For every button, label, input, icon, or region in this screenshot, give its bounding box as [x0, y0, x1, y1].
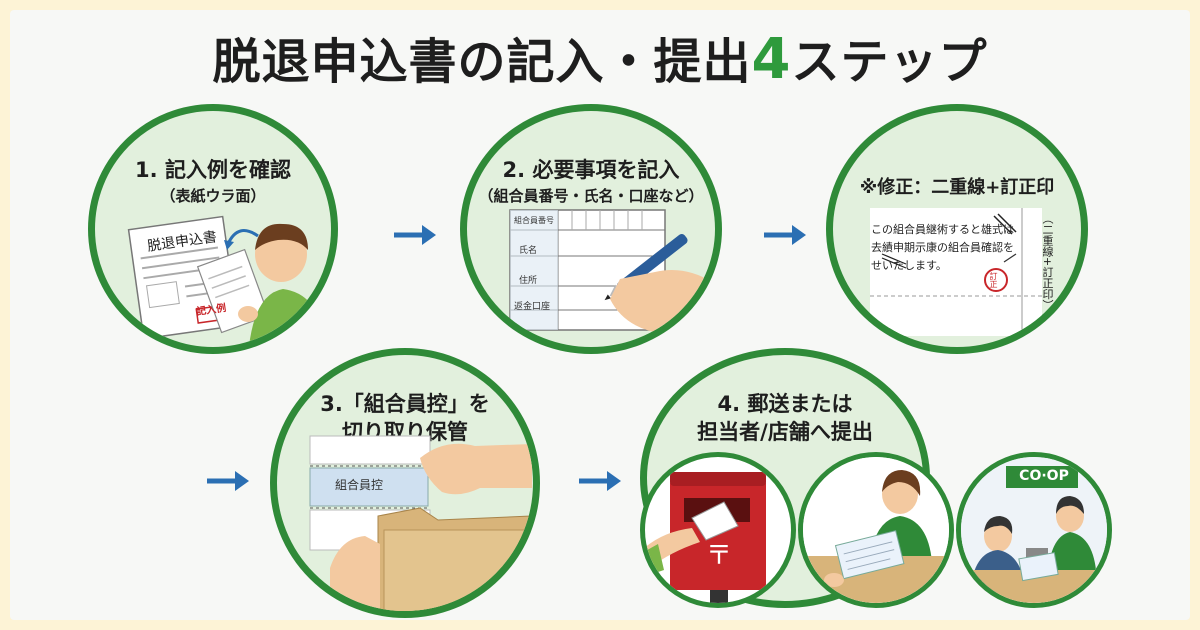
step-2-circle: 2. 必要事項を記入 （組合員番号・氏名・口座など） 組合員番号 氏名 住所 返… [460, 104, 722, 354]
postbox-circle: 〒 [640, 452, 796, 608]
step-1-circle: 1. 記入例を確認 （表紙ウラ面） 脱退申込書 記入例 [88, 104, 338, 354]
correction-circle: ※修正：二重線+訂正印 この組合員継術すると雄式は 去績申期示康の組合員確認を … [826, 104, 1088, 354]
page-title: 脱退申込書の記入・提出4ステップ [0, 22, 1200, 92]
arrow-right-icon [394, 225, 436, 245]
step-3-tab-label: 組合員控 [335, 478, 384, 492]
step-1-illustration [127, 215, 327, 347]
step-2-subtitle: （組合員番号・氏名・口座など） [478, 187, 704, 205]
step-2-title: 2. 必要事項を記入 [502, 158, 680, 182]
form-row-label-2: 氏名 [519, 246, 538, 256]
arrow-right-icon [207, 471, 249, 491]
svg-text:〒: 〒 [706, 541, 732, 571]
correction-side-note: （二重線+訂正印） [1041, 213, 1054, 311]
step-4-title-line-2: 担当者/店舗へ提出 [697, 420, 873, 444]
staff-illustration [803, 457, 949, 603]
title-main: 脱退申込書の記入・提出 [212, 34, 752, 90]
form-row-label-1: 組合員番号 [514, 216, 554, 225]
step-3-illustration [309, 435, 533, 611]
correction-doc-line-1: この組合員継術すると雄式は [871, 223, 1014, 236]
correction-document-illustration [870, 208, 1042, 336]
correction-title: ※修正：二重線+訂正印 [859, 177, 1055, 198]
coop-store-sign: CO·OP [1019, 468, 1069, 484]
form-row-label-3: 住所 [519, 276, 538, 286]
title-suffix: ステップ [791, 34, 988, 90]
step-3-circle: 3.「組合員控」を 切り取り保管 組合員控 [270, 348, 540, 618]
step-3-title-line-1: 3.「組合員控」を [320, 392, 490, 416]
store-circle: CO·OP [956, 452, 1112, 608]
correction-doc-line-2: 去績申期示康の組合員確認を [871, 241, 1014, 254]
step-2-form-illustration [509, 209, 715, 343]
step-1-title: 1. 記入例を確認 [135, 158, 291, 182]
step-4-title-line-1: 4. 郵送または [717, 392, 853, 416]
correction-seal: 訂正 [989, 272, 998, 288]
step-1-subtitle: （表紙ウラ面） [160, 187, 266, 205]
arrow-right-icon [579, 471, 621, 491]
correction-doc-line-3: せいたします。 [871, 259, 947, 272]
arrow-right-icon [764, 225, 806, 245]
store-illustration [961, 457, 1107, 603]
title-number: 4 [751, 27, 792, 92]
staff-circle [798, 452, 954, 608]
form-row-label-4: 返金口座 [514, 302, 551, 312]
postbox-illustration: 〒 [645, 472, 766, 603]
